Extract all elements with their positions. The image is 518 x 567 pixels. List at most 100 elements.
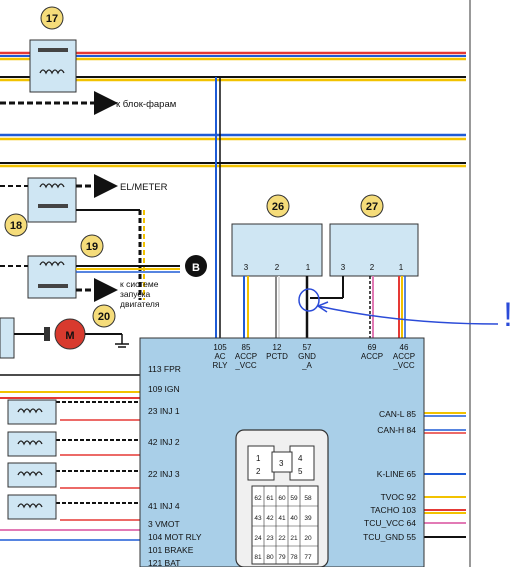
ecu-right-pin: K-LINE 65 [377, 469, 416, 479]
svg-text:5: 5 [298, 467, 303, 476]
ecu-left-pin: 22 INJ 3 [148, 469, 180, 479]
ecu-left-pin: 41 INJ 4 [148, 501, 180, 511]
ecu-top-pin-l1: PCTD [266, 352, 288, 361]
svg-text:39: 39 [304, 515, 312, 522]
ecu-top-pin-l2: _A [301, 361, 312, 370]
svg-text:40: 40 [290, 515, 298, 522]
connector-27-number: 27 [366, 201, 378, 213]
ecu-left-pin: 104 MOT RLY [148, 532, 202, 542]
svg-text:80: 80 [266, 554, 274, 561]
ecu-right-pin: TVOC 92 [381, 492, 417, 502]
motor-20-number: 20 [98, 311, 110, 323]
start-system-label-3: двигателя [120, 299, 160, 309]
svg-text:3: 3 [279, 459, 284, 468]
motor-label: M [65, 330, 74, 342]
ecu-left-pin: 113 FPR [148, 364, 181, 374]
ecu-top-pin-l2: _VCC [234, 361, 257, 370]
ecu-top-pin-l2: _VCC [392, 361, 415, 370]
svg-text:79: 79 [278, 554, 286, 561]
relay-17: 17 [29, 6, 77, 93]
ecu-top-pin-l1: GND [298, 352, 316, 361]
svg-text:81: 81 [254, 554, 262, 561]
ecu-right-pin: TACHO 103 [370, 505, 416, 515]
ecu-top-pin-num: 85 [242, 343, 251, 352]
ecu-connector-chip: 4 5 3 1 2 62 61 60 59 58 43 42 41 40 39 … [235, 429, 329, 567]
ecu-right-pin: CAN-L 85 [379, 409, 416, 419]
connector-26: 26 3 2 1 [231, 194, 323, 277]
connector-b-marker [185, 255, 207, 277]
svg-text:23: 23 [266, 535, 274, 542]
ecu-right-pin: TCU_GND 55 [363, 532, 416, 542]
connector-b-label: B [192, 262, 200, 274]
svg-text:2: 2 [370, 263, 375, 272]
ecu-top-pin-num: 105 [213, 343, 227, 352]
connector-27: 27 3 2 1 [329, 194, 419, 277]
ecu-top-pin-l1: ACCP [361, 352, 383, 361]
ecu-left-pin: 23 INJ 1 [148, 406, 180, 416]
ecu-top-pin-num: 57 [303, 343, 312, 352]
ecu-left-pin-labels: 113 FPR 109 IGN 23 INJ 1 42 INJ 2 22 INJ… [148, 364, 202, 567]
injector-3 [7, 462, 57, 488]
svg-text:22: 22 [278, 535, 286, 542]
svg-text:24: 24 [254, 535, 262, 542]
connector-ecu-wires [243, 276, 406, 340]
relay-17-number: 17 [46, 13, 58, 25]
start-system-label-2: запуска [120, 289, 151, 299]
injector-1 [7, 399, 57, 425]
headlight-arrow: к блок-фарам [0, 91, 176, 115]
svg-text:2: 2 [275, 263, 280, 272]
svg-text:1: 1 [399, 263, 404, 272]
svg-text:2: 2 [256, 467, 261, 476]
connector-26-number: 26 [272, 201, 284, 213]
ecu-top-pin-l1: ACCP [393, 352, 415, 361]
ecu-top-pin-num: 46 [400, 343, 409, 352]
svg-text:20: 20 [304, 535, 312, 542]
relay-18-number: 18 [10, 220, 22, 232]
svg-text:41: 41 [278, 515, 286, 522]
svg-text:42: 42 [266, 515, 274, 522]
injector-2 [7, 431, 57, 457]
ecu-right-pin-labels: CAN-L 85 CAN-H 84 K-LINE 65 TVOC 92 TACH… [363, 409, 416, 542]
svg-text:3: 3 [341, 263, 346, 272]
svg-text:43: 43 [254, 515, 262, 522]
ecu-left-pin: 109 IGN [148, 384, 180, 394]
ecu-left-pin: 3 VMOT [148, 519, 180, 529]
svg-text:58: 58 [304, 495, 312, 502]
ecu-top-pin-num: 69 [368, 343, 377, 352]
top-wire-bundle [0, 51, 466, 168]
injector-4 [7, 494, 57, 520]
svg-text:60: 60 [278, 495, 286, 502]
relay-18: 18 [4, 177, 77, 237]
relay-19-number: 19 [86, 241, 98, 253]
motor-20: M 20 [0, 304, 129, 359]
ecu-top-pin-l1: AC [214, 352, 225, 361]
svg-text:77: 77 [304, 554, 312, 561]
svg-text:61: 61 [266, 495, 274, 502]
svg-text:3: 3 [244, 263, 249, 272]
start-system-label-1: к системе [120, 279, 159, 289]
el-meter-arrow: EL/METER [0, 174, 168, 300]
svg-text:59: 59 [290, 495, 298, 502]
svg-text:78: 78 [290, 554, 298, 561]
svg-text:4: 4 [298, 454, 303, 463]
ecu-right-pin: TCU_VCC 64 [364, 518, 416, 528]
svg-text:21: 21 [290, 535, 298, 542]
ecu-top-pin-l1: ACCP [235, 352, 257, 361]
svg-text:1: 1 [306, 263, 311, 272]
relay-19: 19 [27, 234, 104, 299]
right-bus-wires [422, 412, 466, 538]
ecu-left-pin: 101 BRAKE [148, 545, 194, 555]
start-system-arrow: B к системе запуска двигателя [0, 255, 207, 309]
svg-text:1: 1 [256, 454, 261, 463]
annotation-mark: ! [503, 296, 512, 334]
svg-text:62: 62 [254, 495, 262, 502]
ecu-right-pin: CAN-H 84 [377, 425, 416, 435]
handdrawn-annotation: ! [298, 288, 513, 334]
ecu-left-pin: 42 INJ 2 [148, 437, 180, 447]
el-meter-label: EL/METER [120, 182, 168, 193]
ecu-top-pin-labels: 105 AC RLY 85 ACCP _VCC 12 PCTD 57 GND _… [213, 343, 416, 370]
ecu-top-pin-num: 12 [273, 343, 282, 352]
ecu-top-pin-l2: RLY [213, 361, 229, 370]
